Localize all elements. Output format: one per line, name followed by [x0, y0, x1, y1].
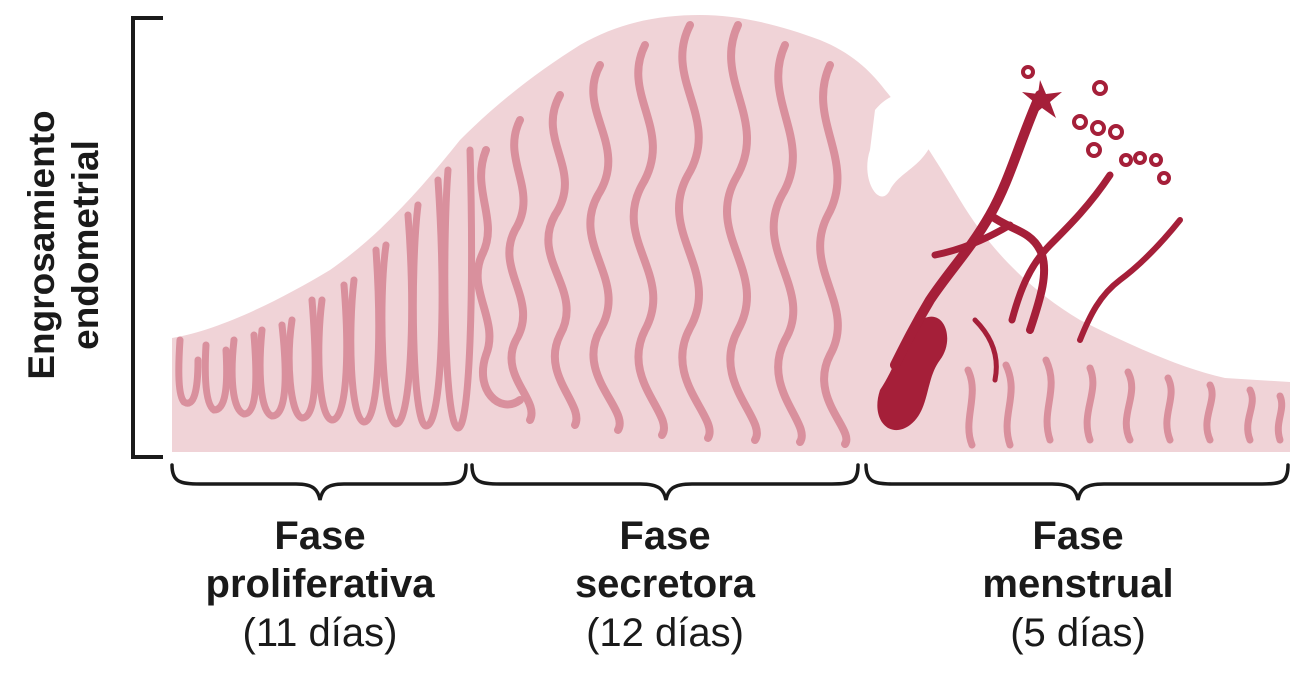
phase-title: Fase [913, 512, 1243, 560]
phase-name: secretora [500, 560, 830, 608]
phase-duration: (11 días) [155, 608, 485, 658]
y-axis-label-line2: endometrial [64, 110, 108, 379]
phase-label-menstrual: Fase menstrual (5 días) [913, 512, 1243, 658]
phase-label-secretory: Fase secretora (12 días) [500, 512, 830, 658]
phase-title: Fase [500, 512, 830, 560]
phase-label-proliferative: Fase proliferativa (11 días) [155, 512, 485, 658]
secretory-brace [472, 465, 858, 500]
phase-title: Fase [155, 512, 485, 560]
phase-name: menstrual [913, 560, 1243, 608]
proliferative-brace [172, 465, 466, 500]
y-axis-label-line1: Engrosamiento [20, 110, 64, 379]
shed-cells [1023, 67, 1169, 183]
phase-braces [172, 465, 1288, 500]
menstrual-brace [866, 465, 1288, 500]
phase-duration: (5 días) [913, 608, 1243, 658]
thickness-bracket [133, 18, 163, 457]
phase-name: proliferativa [155, 560, 485, 608]
phase-duration: (12 días) [500, 608, 830, 658]
y-axis-label: Engrosamiento endometrial [4, 10, 124, 460]
